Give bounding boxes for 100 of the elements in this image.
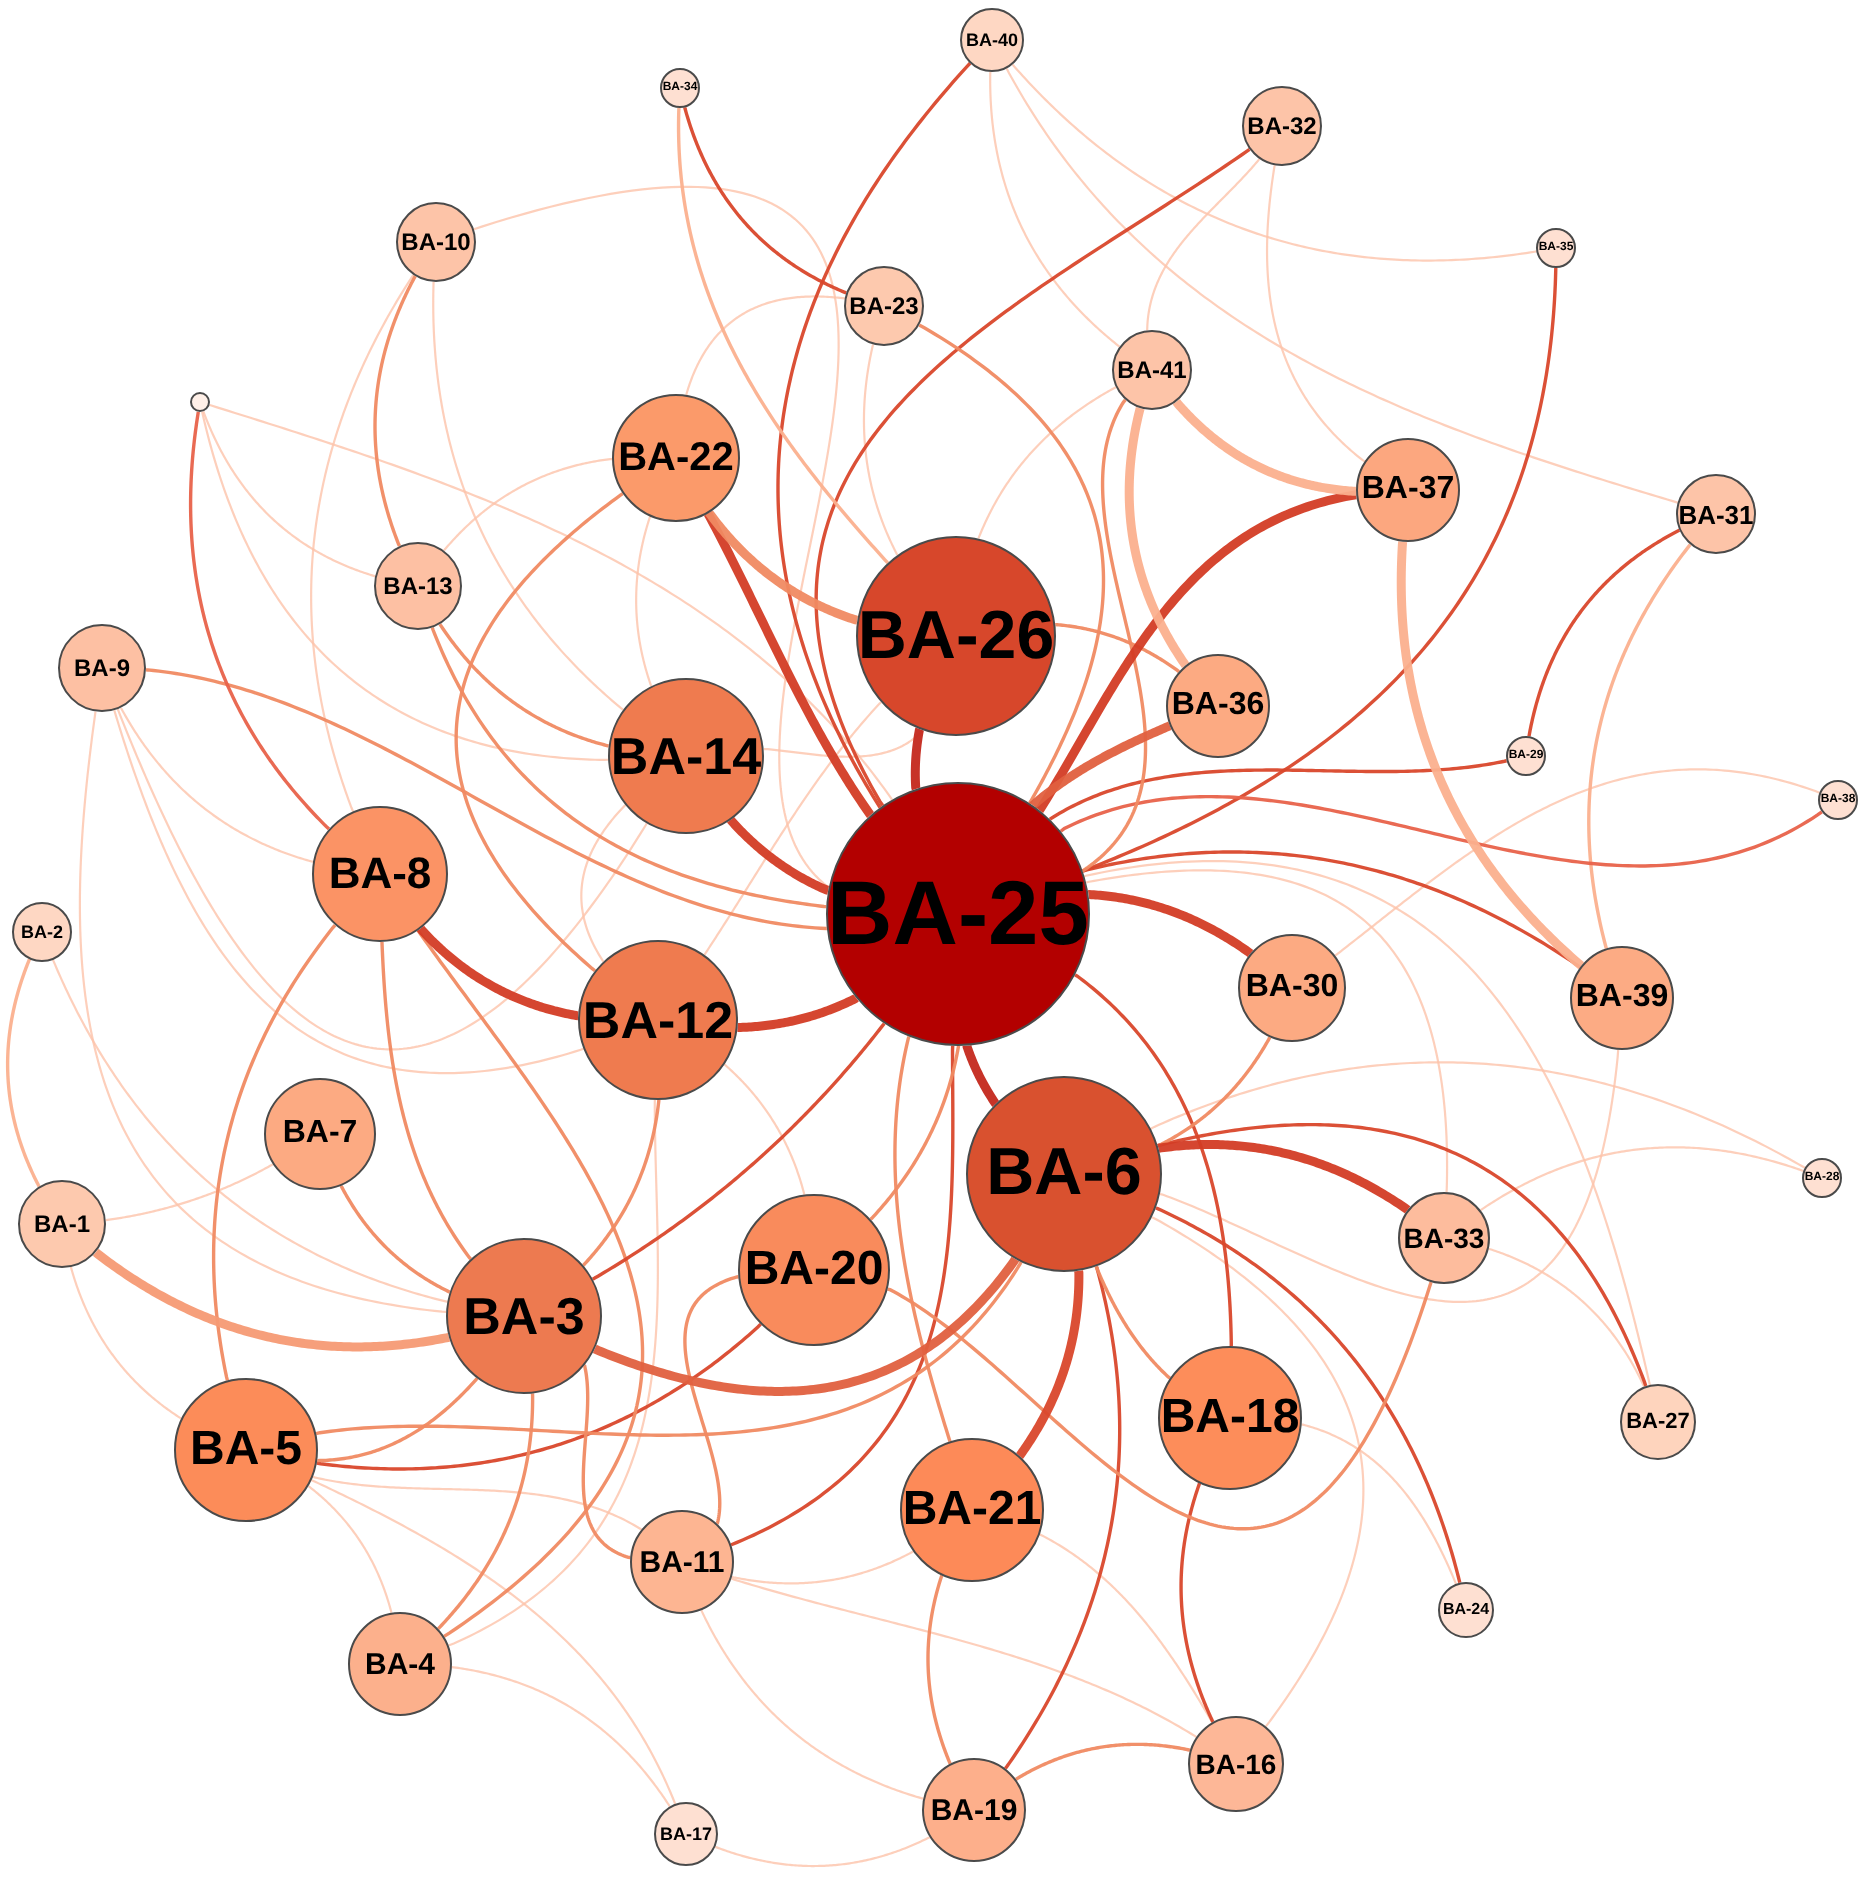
network-edge bbox=[209, 403, 893, 801]
node-circle bbox=[446, 1238, 602, 1394]
network-edge bbox=[315, 1376, 479, 1463]
network-edge bbox=[1587, 543, 1692, 950]
node-circle bbox=[630, 1510, 734, 1614]
network-edge bbox=[1084, 890, 1254, 958]
node-label: BA-9 bbox=[73, 656, 130, 680]
network-edge bbox=[1074, 973, 1233, 1346]
node-circle bbox=[1242, 86, 1322, 166]
node-label: BA-20 bbox=[744, 1246, 884, 1294]
network-edge bbox=[1005, 67, 1678, 504]
network-edge bbox=[380, 941, 473, 1261]
network-edge bbox=[977, 386, 1117, 539]
network-edge bbox=[726, 815, 831, 895]
network-edge bbox=[454, 492, 624, 973]
network-edge bbox=[436, 1393, 535, 1631]
network-edge bbox=[723, 1063, 806, 1195]
network-edge bbox=[1015, 1268, 1084, 1460]
node-label: BA-18 bbox=[1160, 1394, 1300, 1442]
network-edge bbox=[1035, 490, 1359, 814]
node-label: BA-27 bbox=[1626, 1411, 1690, 1433]
node-label: BA-22 bbox=[618, 438, 734, 478]
node-circle bbox=[1570, 946, 1674, 1050]
network-edge bbox=[703, 701, 882, 956]
node-circle bbox=[312, 806, 448, 942]
node-label: BA-19 bbox=[930, 1795, 1018, 1825]
network-edge bbox=[1085, 869, 1449, 1193]
network-edge bbox=[703, 511, 875, 820]
node-circle bbox=[1188, 1716, 1284, 1812]
node-label: BA-31 bbox=[1678, 501, 1754, 527]
network-edge bbox=[443, 457, 613, 552]
network-edge bbox=[676, 107, 890, 565]
node-label: BA-10 bbox=[401, 230, 471, 254]
network-edge bbox=[116, 708, 648, 1051]
network-edge bbox=[438, 623, 610, 748]
network-edge bbox=[962, 1042, 1000, 1108]
node-circle bbox=[18, 1180, 106, 1268]
node-label: BA-41 bbox=[1117, 358, 1187, 382]
node-circle bbox=[660, 68, 700, 108]
node-label: BA-25 bbox=[827, 868, 1089, 960]
node-circle bbox=[1238, 934, 1346, 1042]
node-label: BA-7 bbox=[282, 1118, 358, 1150]
network-edge bbox=[78, 711, 447, 1313]
network-edge bbox=[1334, 768, 1820, 957]
network-edge bbox=[1015, 1742, 1192, 1781]
network-edge bbox=[683, 1275, 739, 1525]
node-circle bbox=[960, 8, 1024, 72]
node-circle bbox=[1676, 474, 1756, 554]
network-edge bbox=[315, 1261, 1023, 1437]
node-label: BA-1 bbox=[33, 1212, 90, 1236]
node-circle bbox=[396, 202, 476, 282]
network-edge bbox=[581, 1364, 631, 1560]
network-edge bbox=[592, 1255, 1020, 1396]
network-edge bbox=[581, 1098, 661, 1267]
node-circle bbox=[12, 902, 72, 962]
node-label: BA-39 bbox=[1575, 982, 1669, 1014]
node-circle bbox=[1802, 1158, 1842, 1198]
network-edge bbox=[113, 709, 584, 1075]
network-edge bbox=[310, 274, 415, 812]
node-circle bbox=[1166, 654, 1270, 758]
node-label: BA-23 bbox=[849, 294, 919, 318]
network-edge bbox=[989, 71, 1121, 348]
node-circle bbox=[374, 542, 462, 630]
network-edge bbox=[1084, 859, 1651, 1386]
network-edge bbox=[188, 411, 331, 831]
network-edge bbox=[1081, 398, 1148, 873]
node-circle bbox=[1356, 438, 1460, 542]
node-label: BA-13 bbox=[383, 574, 453, 598]
network-edge bbox=[1053, 622, 1180, 674]
node-circle bbox=[1536, 228, 1576, 268]
network-edge bbox=[635, 515, 653, 687]
network-edge bbox=[910, 725, 925, 792]
node-circle bbox=[578, 940, 738, 1100]
node-circle bbox=[654, 1802, 718, 1866]
network-edge bbox=[1265, 165, 1366, 463]
network-edge bbox=[926, 1574, 952, 1765]
network-edge bbox=[1527, 528, 1681, 737]
node-circle bbox=[1506, 736, 1546, 776]
network-edge bbox=[1155, 1206, 1462, 1584]
node-label: BA-5 bbox=[189, 1426, 302, 1474]
network-edge bbox=[886, 1281, 1433, 1531]
network-edge bbox=[69, 1266, 183, 1420]
network-edge bbox=[451, 1666, 671, 1808]
node-label: BA-33 bbox=[1403, 1224, 1485, 1252]
node-label: BA-2 bbox=[20, 923, 63, 941]
node-circle bbox=[1112, 330, 1192, 410]
network-edge bbox=[776, 62, 972, 809]
node-label: BA-32 bbox=[1247, 114, 1317, 138]
network-edge bbox=[104, 1163, 274, 1222]
network-edge bbox=[1039, 1533, 1214, 1723]
network-edge bbox=[1146, 158, 1261, 332]
network-edge bbox=[312, 1475, 643, 1531]
network-edge bbox=[1059, 794, 1823, 868]
network-edge bbox=[416, 929, 645, 1638]
node-label: BA-3 bbox=[463, 1290, 585, 1342]
node-circle bbox=[58, 624, 146, 712]
node-label: BA-21 bbox=[902, 1486, 1042, 1534]
node-label: BA-40 bbox=[965, 31, 1018, 49]
network-edge bbox=[5, 958, 41, 1188]
network-edge bbox=[1004, 1266, 1122, 1770]
